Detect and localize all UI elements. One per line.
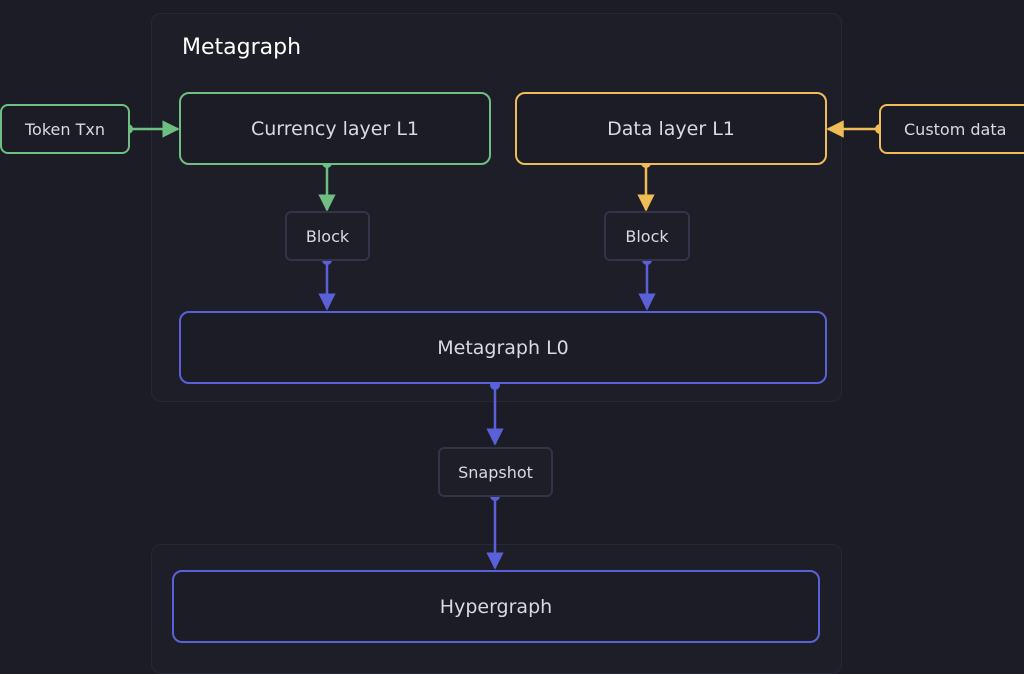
block-right-node[interactable]: Block: [604, 211, 690, 261]
currency-layer-label: Currency layer L1: [250, 117, 420, 140]
custom-data-node[interactable]: Custom data: [879, 104, 1024, 154]
block-left-label: Block: [305, 226, 350, 246]
currency-layer-node[interactable]: Currency layer L1: [179, 92, 491, 165]
hypergraph-node[interactable]: Hypergraph: [172, 570, 820, 643]
metagraph-group-title: Metagraph: [182, 35, 302, 60]
block-right-label: Block: [625, 226, 669, 246]
hypergraph-label: Hypergraph: [439, 595, 553, 618]
data-layer-node[interactable]: Data layer L1: [515, 92, 827, 165]
custom-data-label: Custom data: [904, 119, 1007, 139]
data-layer-label: Data layer L1: [607, 117, 735, 140]
metagraph-l0-label: Metagraph L0: [437, 336, 569, 359]
block-left-node[interactable]: Block: [285, 211, 370, 261]
token-txn-label: Token Txn: [25, 119, 105, 139]
metagraph-l0-node[interactable]: Metagraph L0: [179, 311, 827, 384]
token-txn-node[interactable]: Token Txn: [0, 104, 130, 154]
snapshot-node[interactable]: Snapshot: [438, 447, 553, 497]
snapshot-label: Snapshot: [458, 462, 533, 482]
